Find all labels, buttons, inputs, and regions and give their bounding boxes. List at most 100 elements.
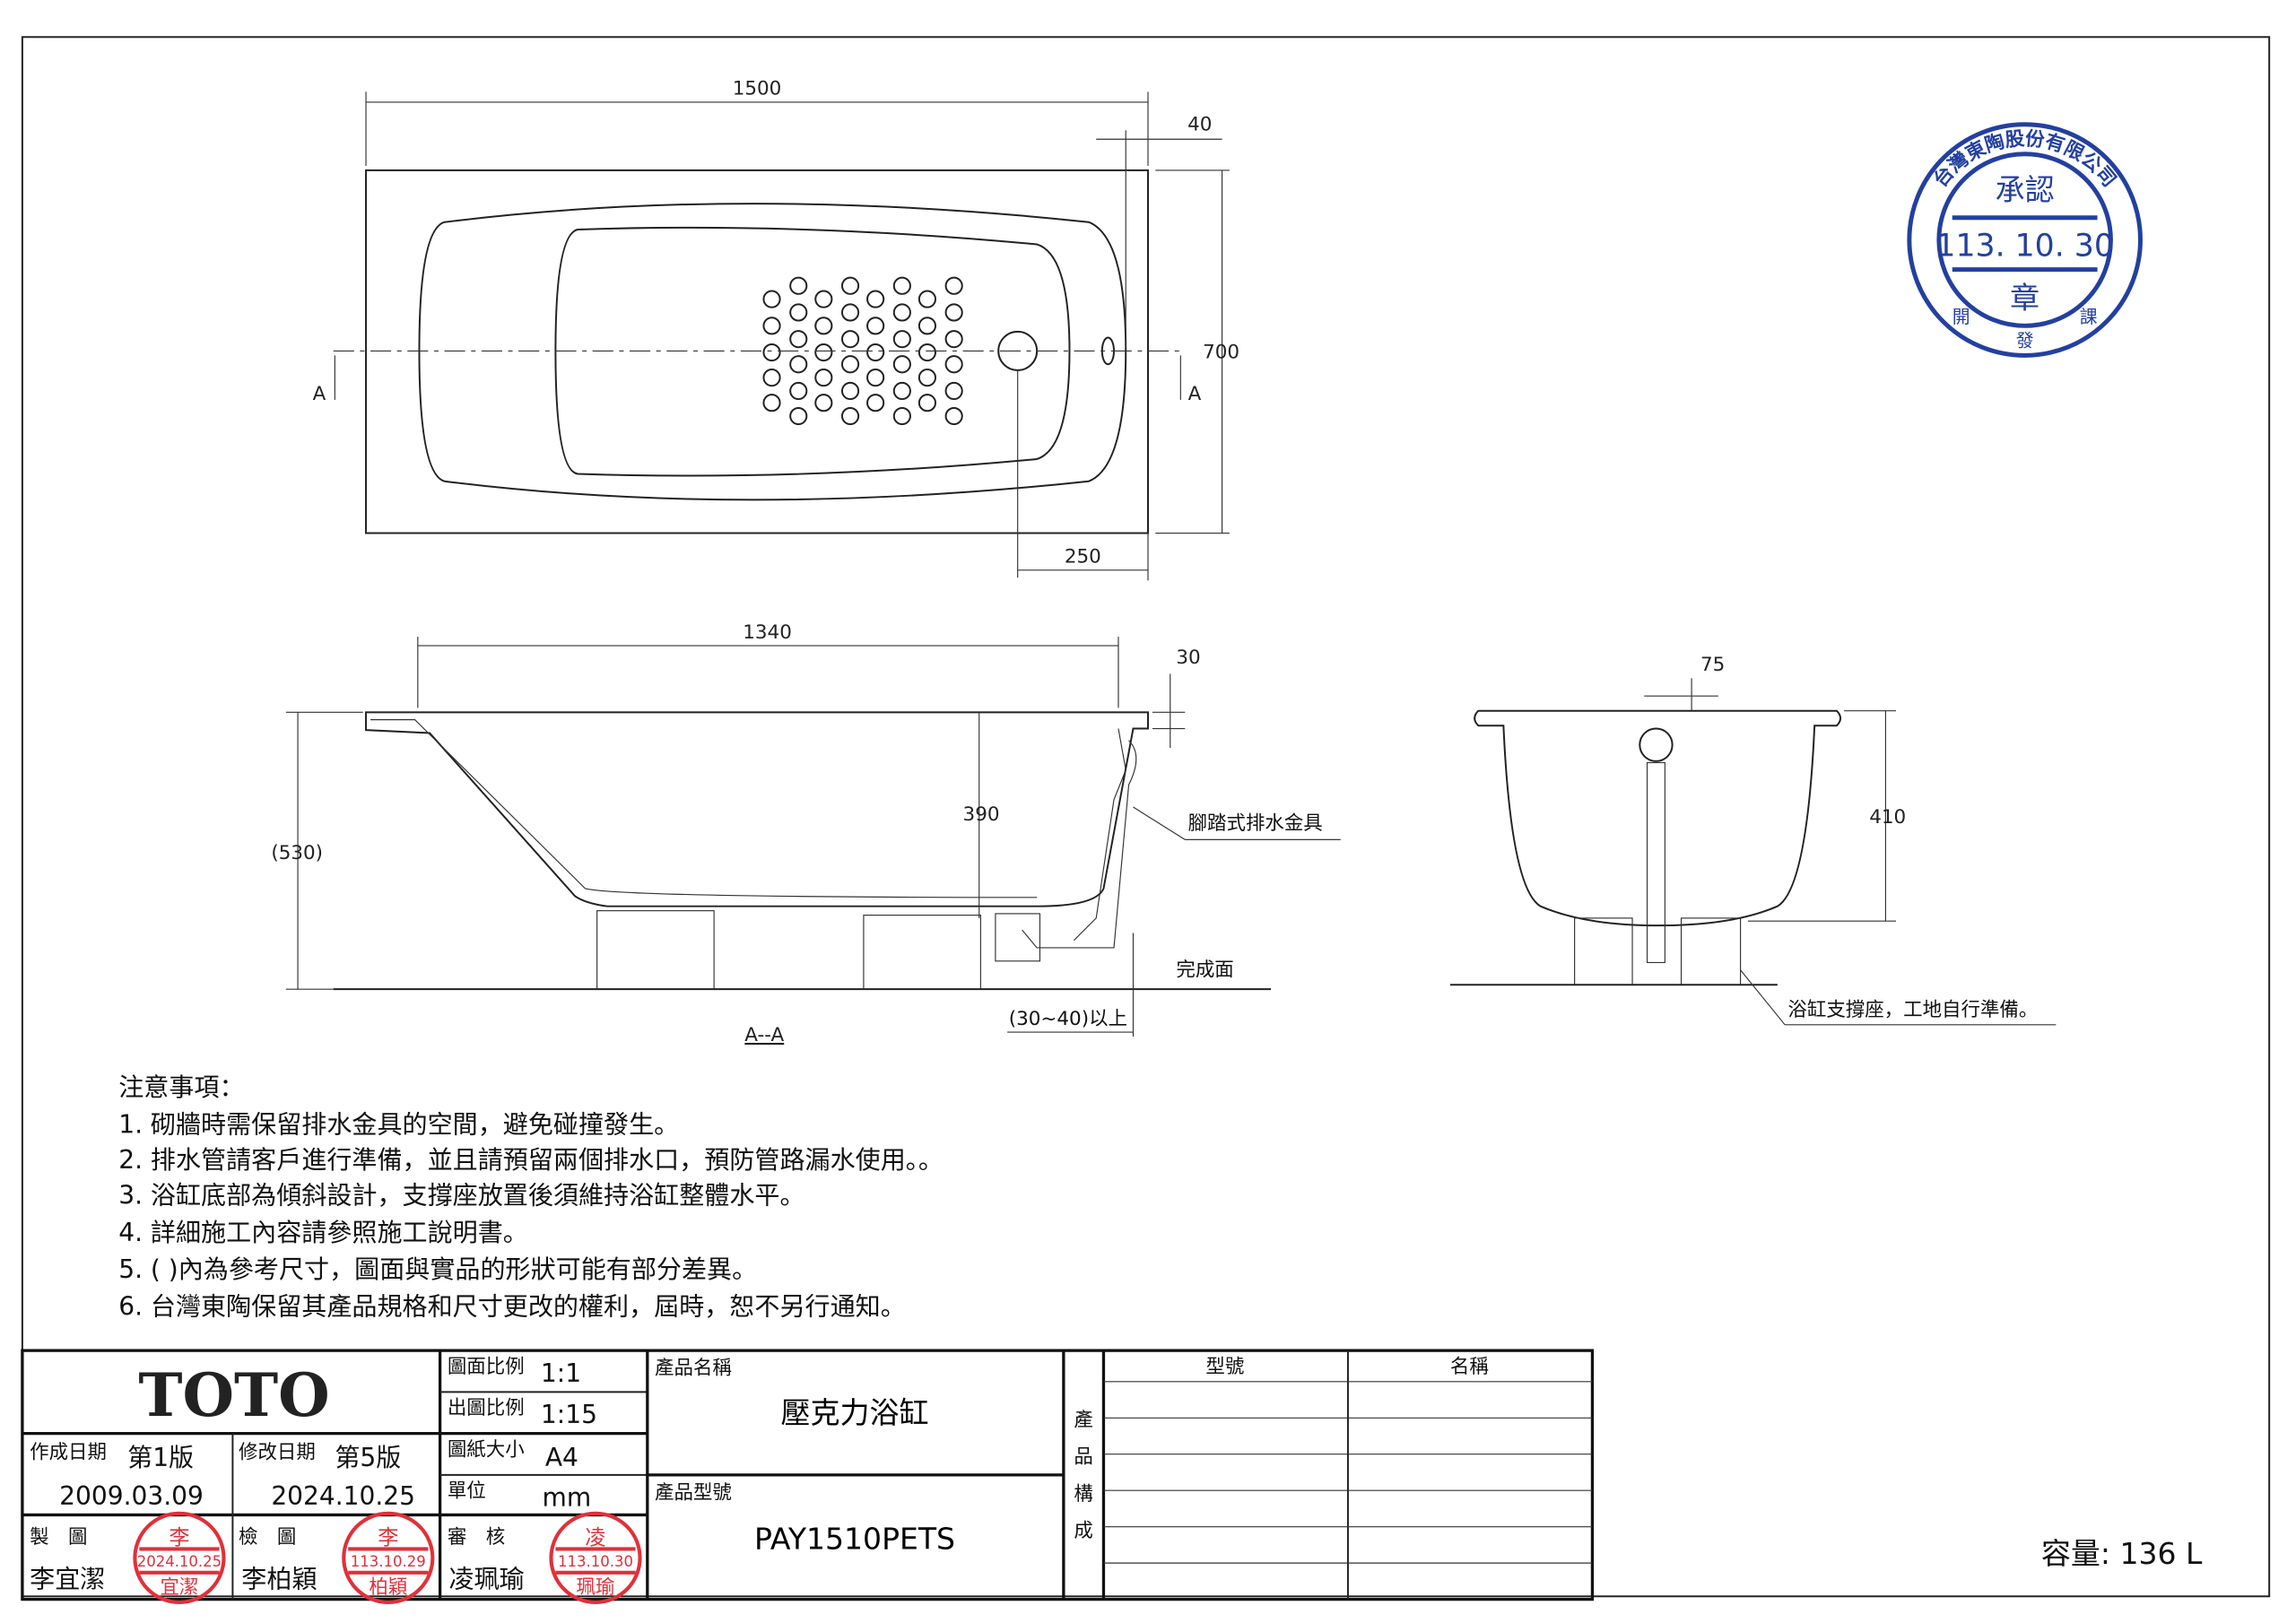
product-model-label: 產品型號 [655,1481,732,1504]
anti-slip-dot [892,276,911,295]
anti-slip-dot [866,290,885,308]
anti-slip-dot [918,343,937,362]
checked-by: 李柏穎 [241,1564,317,1593]
section-view: 1340 30 390 (530) 腳踏式排水金具 完成面 (30~40)以上 … [271,621,1341,1046]
stamp-date: 113. 10. 30 [1935,229,2114,265]
approved-label: 審 核 [448,1526,505,1549]
anti-slip-dot [866,369,885,387]
approval-stamp: 台灣東陶股份有限公司 承認 113. 10. 30 章 開 發 課 [1907,122,2143,358]
anti-slip-dot [789,303,808,322]
toto-logo: TOTO [138,1360,329,1430]
anti-slip-dot [892,381,911,401]
note-item: 5. ( )內為參考尺寸，圖面與實品的形狀可能有部分差異。 [118,1254,757,1284]
anti-slip-dot [840,303,860,322]
scale-label: 圖面比例 [448,1356,525,1378]
stamp-dept: 發 [2016,330,2034,351]
composition-label: 構 [1074,1483,1092,1506]
note-item: 3. 浴缸底部為傾斜設計，支撐座放置後須維持浴缸整體水平。 [118,1181,804,1211]
created-label: 作成日期 [30,1442,107,1464]
stamp-text: 珮瑜 [577,1576,615,1599]
product-name: 壓克力浴缸 [780,1395,928,1430]
stamp-date: 113.10.30 [558,1553,633,1570]
stamp-text: 宜潔 [160,1576,198,1599]
anti-slip-dot [762,343,781,362]
anti-slip-dot [892,406,911,426]
header-name: 名稱 [1450,1356,1489,1378]
dim-inner-length: 1340 [743,621,792,644]
anti-slip-dot [944,303,963,322]
anti-slip-dot [892,330,911,349]
anti-slip-dot [840,381,860,401]
stamp-dept: 開 [1952,307,1970,327]
anti-slip-dot [840,276,860,295]
anti-slip-dot [944,330,963,349]
support-block [863,915,981,990]
stamp-drawn: 李 2024.10.25 宜潔 [133,1511,226,1604]
anti-slip-dot [944,355,963,374]
anti-slip-dot [789,406,808,426]
anti-slip-dot [918,394,937,412]
anti-slip-dot [762,394,781,412]
modified-label: 修改日期 [239,1442,316,1464]
header-model: 型號 [1205,1356,1244,1378]
anti-slip-dot [866,317,885,335]
anti-slip-dot [762,290,781,308]
section-mark-right: A [1188,383,1202,405]
anti-slip-dot [866,394,885,412]
section-mark-left: A [313,383,326,405]
stamp-seal: 章 [2010,281,2039,316]
dim-overall-height: (530) [271,842,323,864]
stamp-date: 113.10.29 [351,1553,426,1570]
paper-label: 圖紙大小 [448,1438,525,1461]
print-scale-value: 1:15 [541,1400,597,1429]
anti-slip-dot [814,317,833,335]
dim-depth: 390 [963,803,1000,826]
anti-slip-dot [789,330,808,349]
anti-slip-dots [762,276,963,426]
notes: 注意事項： 1. 砌牆時需保留排水金具的空間，避免碰撞發生。 2. 排水管請客戶… [118,1072,944,1321]
dim-width: 700 [1203,342,1239,364]
anti-slip-dot [892,303,911,322]
composition-label: 產 [1074,1409,1092,1431]
checked-label: 檢 圖 [239,1526,296,1549]
sheet-border [21,36,2271,1598]
capacity: 容量: 136 L [2041,1536,2203,1571]
top-view: 1500 40 700 250 A A [313,78,1239,581]
end-view: 75 410 浴缸支撐座，工地自行準備。 [1449,654,2057,1026]
composition-label: 品 [1074,1446,1092,1469]
stamp-text: 柏穎 [369,1576,407,1599]
stamp-text: 李 [169,1526,189,1549]
anti-slip-dot [789,381,808,401]
composition-label: 成 [1074,1520,1092,1542]
notes-title: 注意事項： [118,1072,244,1102]
stamp-approved: 凌 113.10.30 珮瑜 [549,1511,642,1604]
label-finished-floor: 完成面 [1176,959,1233,981]
created-date: 2009.03.09 [59,1481,204,1511]
modified-date: 2024.10.25 [271,1481,415,1511]
unit-value: mm [543,1483,592,1513]
stamp-date: 2024.10.25 [137,1553,222,1570]
support-block [596,910,715,990]
anti-slip-dot [840,355,860,374]
note-item: 6. 台灣東陶保留其產品規格和尺寸更改的權利，屆時，恕不另行通知。 [118,1291,906,1321]
anti-slip-dot [762,369,781,387]
created-version: 第1版 [127,1443,194,1472]
note-item: 2. 排水管請客戶進行準備，並且請預留兩個排水口，預防管路漏水使用。。 [118,1145,944,1175]
anti-slip-dot [814,369,833,387]
dim-drain-width: 75 [1700,654,1725,676]
anti-slip-dot [814,290,833,308]
drawn-by: 李宜潔 [30,1564,105,1593]
dim-rim-height: 30 [1176,647,1200,669]
paper-value: A4 [545,1443,578,1472]
stamp-text: 凌 [585,1526,605,1549]
approved-by: 凌珮瑜 [449,1564,525,1593]
anti-slip-dot [814,343,833,362]
scale-value: 1:1 [541,1358,581,1388]
dim-end-depth: 410 [1869,806,1906,829]
dim-floor-clearance: (30~40)以上 [1009,1008,1127,1030]
anti-slip-dot [944,276,963,295]
stamp-title: 承認 [1996,172,2055,207]
anti-slip-dot [918,369,937,387]
stamp-text: 李 [378,1526,398,1549]
